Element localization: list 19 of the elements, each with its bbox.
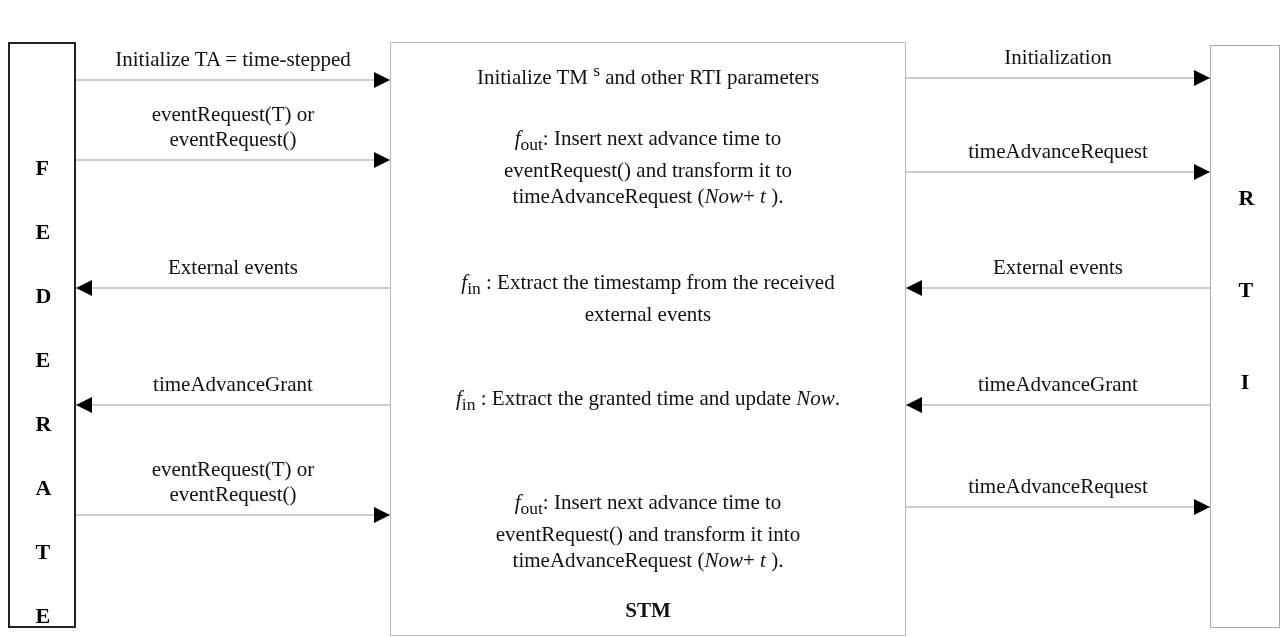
step-text: f$_{in}$ : Extract the granted time and update Now. [455, 385, 841, 417]
lifeline-box [1210, 45, 1280, 628]
arrow [905, 280, 1211, 296]
arrow [905, 164, 1211, 180]
box-label: STM [624, 597, 672, 623]
arrow [75, 72, 391, 88]
step-text: f$_{in}$ : Extract the timestamp from the received external events [460, 269, 836, 328]
step-text: f$_{out}$: Insert next advance time to eventRequest() and transform it into timeAdvanceRequest (Now+ t ). [494, 489, 802, 574]
step-text: f$_{out}$: Insert next advance time to eventRequest() and transform it to timeAdvanceRequest (Now+ t ). [502, 125, 794, 210]
process-box [390, 42, 906, 636]
lifeline-box [8, 42, 76, 628]
arrow [75, 152, 391, 168]
arrow [905, 397, 1211, 413]
arrow [905, 499, 1211, 515]
arrow [75, 397, 391, 413]
arrow [75, 507, 391, 523]
arrow [905, 70, 1211, 86]
arrow [75, 280, 391, 296]
step-text: Initialize TM $^{s}$ and other RTI parameters [475, 59, 821, 90]
